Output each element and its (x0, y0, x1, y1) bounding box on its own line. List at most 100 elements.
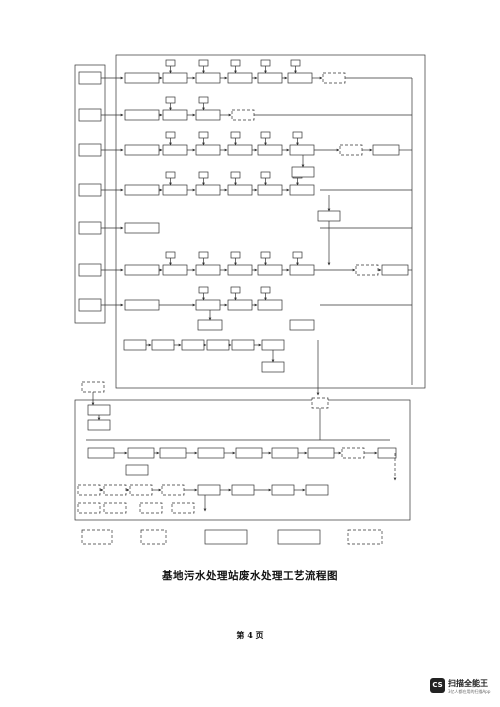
unit-r6-5 (257, 264, 283, 276)
unit-r6-3 (195, 264, 221, 276)
lower-unit-b1 (125, 464, 149, 476)
lower-unit-c1 (77, 484, 101, 496)
unit-r1-5 (257, 72, 283, 84)
source-box-3 (78, 143, 102, 157)
unit-r3-4 (227, 144, 253, 156)
source-box-5 (78, 221, 102, 235)
lower-unit-d3 (139, 502, 163, 514)
lower-unit-d4 (171, 502, 195, 514)
unit-mid-d (197, 319, 223, 331)
dose-r3-3-tank (198, 131, 209, 139)
sludge-unit-2 (87, 419, 111, 431)
dose-r4-5-tank (260, 171, 271, 179)
dose-r4-4-tank (230, 171, 241, 179)
dashed-transfer-unit (81, 381, 105, 393)
unit-r7-4 (257, 299, 283, 311)
lower-unit-a2 (127, 447, 155, 459)
lower-unit-a9 (377, 447, 397, 459)
unit-r4-1 (124, 184, 160, 196)
unit-r7-1 (124, 299, 160, 311)
source-box-4 (78, 183, 102, 197)
unit-r6-6 (289, 264, 315, 276)
dose-r6-6-tank (292, 251, 303, 259)
unit-r1-3 (195, 72, 221, 84)
dose-r1-5-tank (260, 59, 271, 67)
unit-r7-3 (227, 299, 253, 311)
unit-r8-5 (231, 339, 255, 351)
unit-r4-3 (195, 184, 221, 196)
unit-r2-2 (162, 109, 188, 121)
unit-r4-6 (289, 184, 315, 196)
tail-unit-r3 (372, 144, 400, 156)
dose-r1-4-tank (230, 59, 241, 67)
unit-r6-2 (162, 264, 188, 276)
dose-r3-5-tank (260, 131, 271, 139)
dose-r6-4-tank (230, 251, 241, 259)
lower-unit-d2 (103, 502, 127, 514)
lower-unit-a7 (307, 447, 335, 459)
unit-r4-4 (227, 184, 253, 196)
dose-r1-6-tank (290, 59, 301, 67)
unit-r6-4 (227, 264, 253, 276)
dashed-lift-unit (311, 397, 329, 409)
lower-unit-a6 (271, 447, 299, 459)
dose-r6-5-tank (260, 251, 271, 259)
dose-r7-3-tank (230, 286, 241, 294)
lower-unit-c6 (231, 484, 255, 496)
lower-unit-a8 (341, 447, 365, 459)
dose-r2-2-tank (165, 96, 176, 104)
lower-unit-a5 (235, 447, 263, 459)
unit-r3-1 (124, 144, 160, 156)
dose-r1-3-tank (198, 59, 209, 67)
unit-r4-2 (162, 184, 188, 196)
unit-r3-5 (257, 144, 283, 156)
source-box-2 (78, 108, 102, 122)
unit-r2-1 (124, 109, 160, 121)
unit-r6-1 (124, 264, 160, 276)
lower-sludge-frame (74, 399, 411, 521)
lower-unit-d1 (77, 502, 101, 514)
unit-r1-4 (227, 72, 253, 84)
lower-unit-c2 (103, 484, 127, 496)
unit-r1-6 (287, 72, 313, 84)
dose-r7-4-tank (260, 286, 271, 294)
dose-r6-3-tank (198, 251, 209, 259)
unit-r2-3 (195, 109, 221, 121)
unit-r1-1 (124, 72, 160, 84)
end-unit-r2 (231, 109, 255, 121)
legend-swatch-5 (347, 529, 383, 545)
unit-r3-2 (162, 144, 188, 156)
unit-r8-3 (181, 339, 205, 351)
lower-unit-c8 (305, 484, 329, 496)
unit-r5-1 (124, 222, 160, 234)
unit-r7-2 (195, 299, 221, 311)
dose-r2-3-tank (198, 96, 209, 104)
lower-unit-c4 (161, 484, 185, 496)
unit-r8-1 (123, 339, 147, 351)
lower-unit-a1 (87, 447, 115, 459)
scanner-tagline: 3亿人都在用的扫描App (448, 689, 491, 694)
page-number: 第 4 页 (236, 630, 264, 640)
lower-unit-a3 (159, 447, 187, 459)
end-unit-r3 (339, 144, 363, 156)
unit-r8-4 (206, 339, 230, 351)
scanner-brand: 扫描全能王 (448, 679, 488, 688)
dose-r1-2-tank (165, 59, 176, 67)
unit-mid-b (317, 210, 341, 222)
unit-r8-sub (261, 361, 285, 373)
dose-r4-3-tank (198, 171, 209, 179)
dose-r3-2-tank (165, 131, 176, 139)
legend-swatch-2 (140, 529, 167, 545)
lower-unit-c5 (197, 484, 221, 496)
sludge-unit-1 (87, 404, 111, 416)
dose-r3-4-tank (230, 131, 241, 139)
lower-unit-a4 (197, 447, 225, 459)
legend-swatch-4 (277, 529, 321, 545)
unit-r3-3 (195, 144, 221, 156)
unit-r8-2 (151, 339, 175, 351)
dose-r4-2-tank (165, 171, 176, 179)
dose-r3-6-tank (292, 131, 303, 139)
legend-swatch-1 (81, 529, 113, 545)
unit-r8-6 (261, 339, 285, 351)
